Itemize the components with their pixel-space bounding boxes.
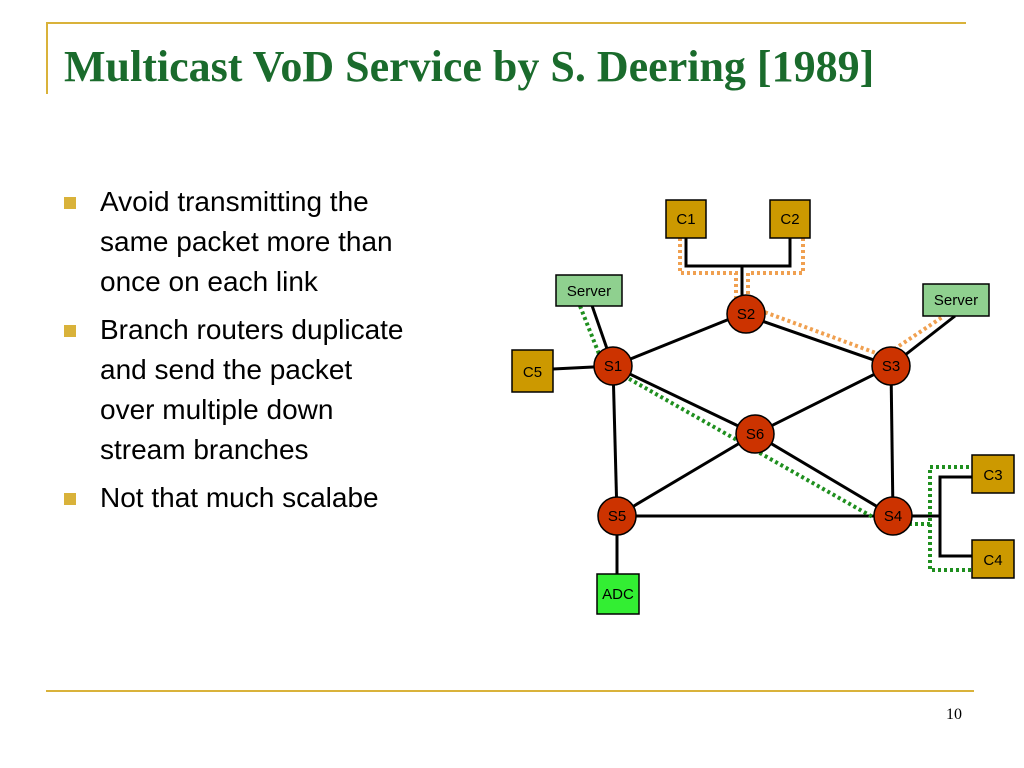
router-s5-node <box>597 496 637 536</box>
bullet-marker <box>64 325 76 337</box>
orange-path-c1-c2 <box>678 238 805 306</box>
client-c4: C4 <box>971 539 1015 579</box>
left-rule <box>46 22 48 94</box>
link-s3-s4 <box>889 365 895 517</box>
client-c2: C2 <box>769 199 811 239</box>
router-s6-node <box>735 414 775 454</box>
bullet-item: Not that much scalabe <box>64 478 414 518</box>
server-right-label: Server <box>934 292 978 309</box>
client-c2-box <box>769 199 811 239</box>
slide-title: Multicast VoD Service by S. Deering [198… <box>64 42 875 91</box>
server-right: Server <box>922 283 990 317</box>
link-s2-s1 <box>612 312 743 368</box>
server-right-box <box>922 283 990 317</box>
link-s6-s4 <box>754 432 894 518</box>
green-path-server-s1 <box>578 305 605 365</box>
router-s6-label: S6 <box>746 426 764 443</box>
router-s4-label: S4 <box>884 508 902 525</box>
router-s4-node <box>873 496 913 536</box>
client-c5-box <box>511 349 554 393</box>
router-s6: S6 <box>735 414 775 454</box>
adc-node: ADC <box>596 573 640 615</box>
server-left: Server <box>555 274 623 307</box>
adc-box <box>596 573 640 615</box>
client-c1: C1 <box>665 199 707 239</box>
client-c3-label: C3 <box>983 467 1002 484</box>
bullet-list: Avoid transmitting the same packet more … <box>64 182 414 526</box>
client-c1-label: C1 <box>676 211 695 228</box>
router-s2-node <box>726 294 766 334</box>
router-s3: S3 <box>871 346 911 386</box>
client-c4-label: C4 <box>983 552 1002 569</box>
page-number: 10 <box>946 706 962 723</box>
bullet-marker <box>64 493 76 505</box>
client-c3: C3 <box>971 454 1015 494</box>
router-s1: S1 <box>593 346 633 386</box>
bullet-item: Avoid transmitting the same packet more … <box>64 182 414 302</box>
top-rule <box>46 22 966 24</box>
bullet-marker <box>64 197 76 209</box>
router-s1-label: S1 <box>604 358 622 375</box>
router-s3-node <box>871 346 911 386</box>
router-s2: S2 <box>726 294 766 334</box>
client-c4-box <box>971 539 1015 579</box>
router-s3-label: S3 <box>882 358 900 375</box>
server-left-label: Server <box>567 283 611 300</box>
link-s3-s6 <box>754 364 892 436</box>
link-s4-c3-c4 <box>893 475 972 558</box>
link-s1-s5 <box>611 365 619 517</box>
link-s1-s6 <box>612 364 756 436</box>
server-left-box <box>555 274 623 307</box>
router-s5: S5 <box>597 496 637 536</box>
client-c3-box <box>971 454 1015 494</box>
orange-path-s2-s3 <box>747 304 885 358</box>
router-s1-node <box>593 346 633 386</box>
client-c5-label: C5 <box>523 364 542 381</box>
client-c5: C5 <box>511 349 554 393</box>
bullet-text: Branch routers duplicate and send the pa… <box>100 314 404 465</box>
router-s2-label: S2 <box>737 306 755 323</box>
client-c1-box <box>665 199 707 239</box>
adc-label: ADC <box>602 586 634 603</box>
bullet-item: Branch routers duplicate and send the pa… <box>64 310 414 470</box>
bullet-text: Not that much scalabe <box>100 482 379 513</box>
green-path-s4-c3-c4 <box>885 465 972 572</box>
router-s5-label: S5 <box>608 508 626 525</box>
router-s4: S4 <box>873 496 913 536</box>
footer-rule <box>46 690 974 692</box>
link-s2-s3 <box>741 312 892 368</box>
link-s6-s5 <box>616 432 756 518</box>
green-multicast-path <box>578 305 972 572</box>
bullet-text: Avoid transmitting the same packet more … <box>100 186 393 297</box>
client-c2-label: C2 <box>780 211 799 228</box>
